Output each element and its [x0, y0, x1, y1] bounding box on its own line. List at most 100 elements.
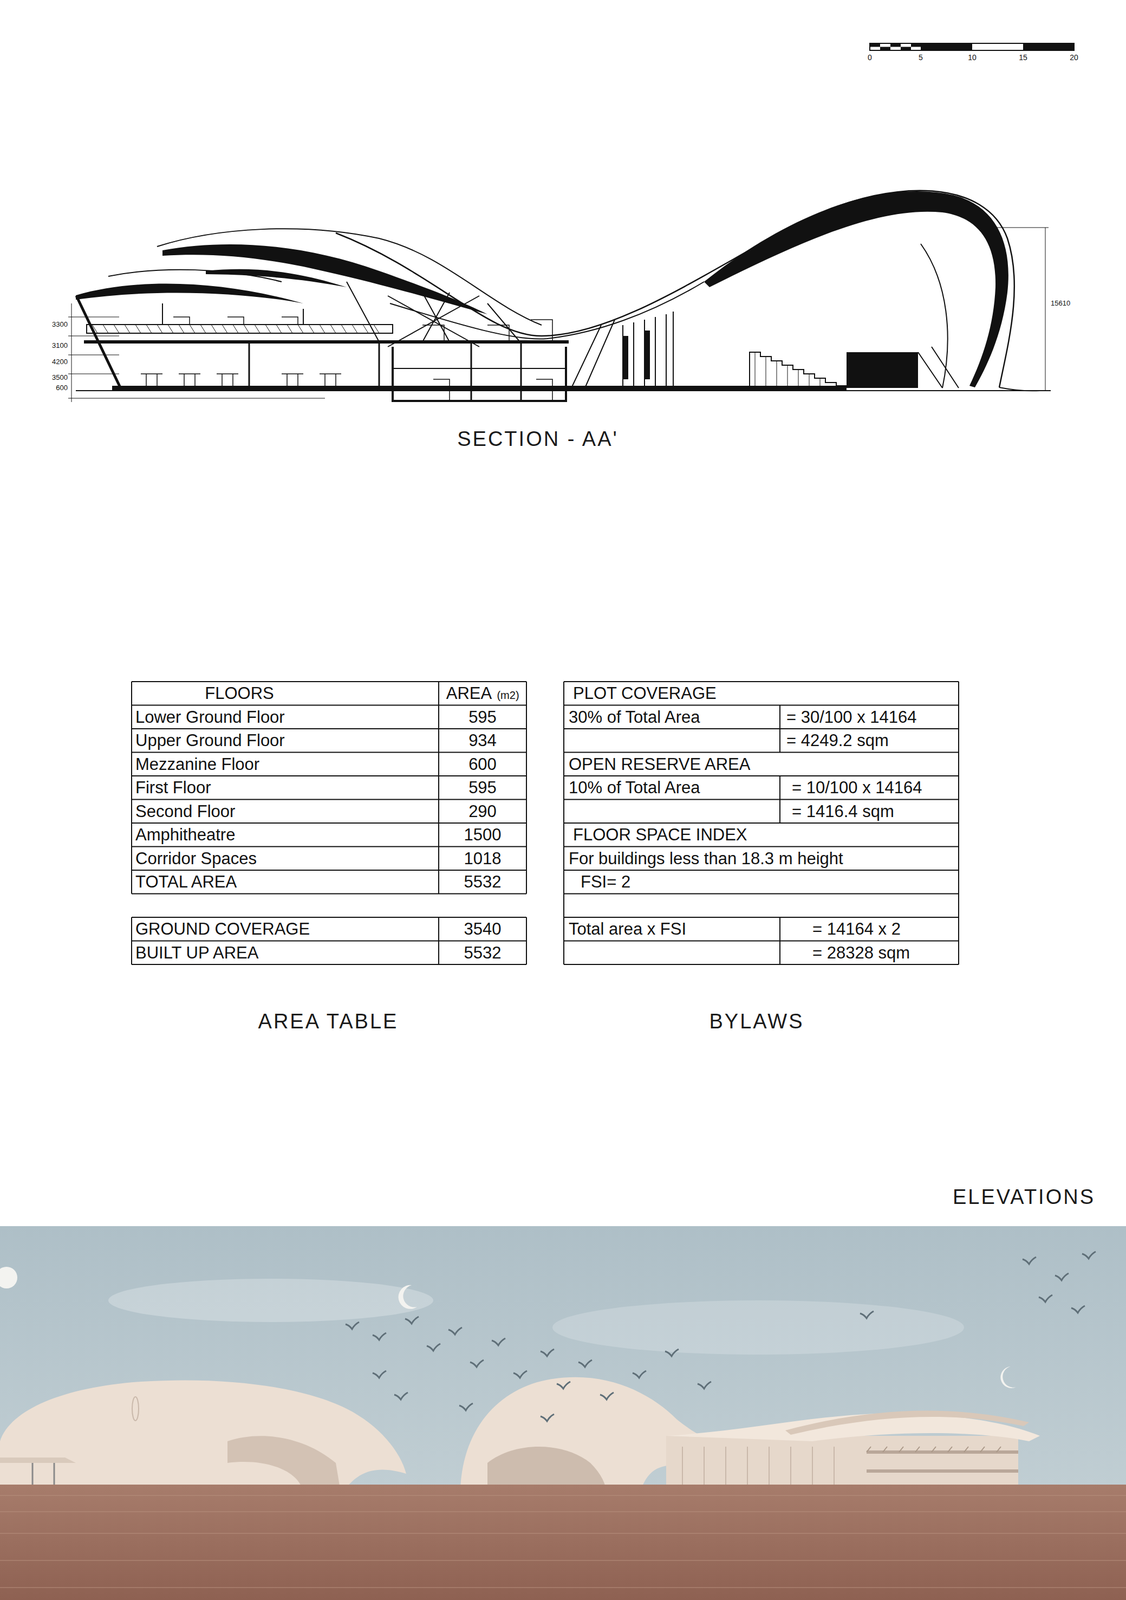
bird	[578, 1359, 592, 1367]
grid-line	[563, 940, 959, 942]
grid-line	[779, 705, 781, 730]
elevation-title: ELEVATIONS	[952, 1183, 1096, 1209]
bird	[448, 1326, 462, 1334]
bylaw-cell: = 10/100 x 14164	[791, 777, 922, 798]
grid-line	[563, 845, 959, 848]
scale-label: 15	[1018, 53, 1028, 63]
dimension: 3500	[51, 373, 68, 382]
table-cell: 1500	[464, 824, 502, 845]
dimension: 4200	[51, 357, 68, 367]
dimension: 15610	[1050, 298, 1071, 308]
bird	[1022, 1256, 1037, 1264]
grid-line	[563, 751, 959, 753]
table-cell: GROUND COVERAGE	[135, 918, 310, 939]
table-cell: Corridor Spaces	[135, 848, 257, 869]
table-cell: 934	[468, 730, 497, 751]
dimension: 3100	[51, 341, 68, 350]
grid-line	[131, 727, 527, 730]
bylaw-cell: For buildings less than 18.3 m height	[568, 848, 844, 869]
grid-line	[563, 869, 959, 871]
table-cell: 3540	[464, 918, 502, 939]
bird	[491, 1337, 506, 1345]
table-header: (m2)	[496, 688, 519, 702]
grid-line	[131, 963, 527, 965]
bylaw-cell: = 1416.4 sqm	[791, 801, 895, 822]
scale-label: 5	[918, 53, 923, 63]
bird	[513, 1370, 527, 1378]
grid-line	[131, 916, 133, 965]
table-cell: Amphitheatre	[135, 824, 236, 845]
bird	[1038, 1294, 1053, 1302]
grid-line	[131, 822, 527, 824]
grid-line	[438, 916, 440, 965]
grid-line	[563, 681, 565, 965]
table-cell: Upper Ground Floor	[135, 730, 285, 751]
bylaw-cell: = 4249.2 sqm	[786, 730, 889, 751]
table-cell: 290	[468, 801, 497, 822]
bird	[540, 1413, 555, 1421]
grid-line	[525, 681, 527, 894]
bird	[405, 1316, 419, 1324]
grid-line	[958, 681, 960, 965]
table-header: AREA	[446, 682, 492, 704]
grid-line	[779, 916, 781, 941]
grid-line	[563, 775, 959, 777]
grid-line	[131, 940, 527, 942]
table-cell: 5532	[464, 942, 502, 963]
bird	[556, 1381, 571, 1389]
grid-line	[131, 893, 527, 895]
grid-line	[779, 799, 781, 824]
table-cell: Mezzanine Floor	[135, 753, 260, 774]
bird	[632, 1370, 647, 1378]
bird	[372, 1370, 387, 1378]
table-cell: TOTAL AREA	[135, 871, 237, 892]
table-cell: 5532	[464, 871, 502, 892]
grid-line	[563, 893, 959, 895]
table-title: BYLAWS	[709, 1008, 805, 1034]
bylaw-cell: FLOOR SPACE INDEX	[573, 824, 748, 845]
grid-line	[779, 940, 781, 965]
table-cell: Second Floor	[135, 801, 236, 822]
grid-line	[131, 751, 527, 753]
grid-line	[563, 704, 959, 706]
bird	[1082, 1251, 1096, 1259]
grid-line	[779, 728, 781, 753]
scale-label: 0	[867, 53, 872, 63]
grid-line	[563, 798, 959, 800]
dimension: 600	[55, 383, 68, 393]
table-cell: 595	[468, 777, 497, 798]
bylaw-cell: = 14164 x 2	[812, 918, 901, 939]
dimension: 3300	[51, 320, 68, 329]
table-cell: 600	[468, 753, 497, 774]
scale-label: 10	[967, 53, 977, 63]
bylaw-cell: Total area x FSI	[568, 918, 687, 939]
bylaw-cell: = 28328 sqm	[812, 942, 910, 963]
bird	[540, 1348, 555, 1356]
grid-line	[438, 681, 440, 894]
table-header: FLOORS	[204, 682, 274, 704]
bird	[459, 1402, 473, 1410]
grid-line	[131, 704, 527, 706]
grid-line	[131, 798, 527, 800]
bird	[1055, 1272, 1069, 1280]
table-cell: 1018	[464, 848, 502, 869]
bird	[394, 1391, 408, 1399]
section-title: SECTION - AA'	[457, 426, 619, 452]
table-title: AREA TABLE	[258, 1008, 399, 1034]
grid-line	[131, 681, 133, 894]
bylaw-cell: 10% of Total Area	[568, 777, 700, 798]
grid-line	[563, 822, 959, 824]
grid-line	[563, 680, 959, 682]
scale-label: 20	[1069, 53, 1079, 63]
bylaw-cell: PLOT COVERAGE	[573, 682, 717, 704]
bird	[470, 1359, 484, 1367]
bird	[665, 1348, 679, 1356]
bylaw-cell: 30% of Total Area	[568, 706, 700, 727]
grid-line	[779, 775, 781, 800]
table-cell: First Floor	[135, 777, 212, 798]
grid-line	[525, 916, 527, 965]
grid-line	[131, 916, 527, 918]
table-cell: 595	[468, 706, 497, 727]
bird	[372, 1332, 387, 1340]
